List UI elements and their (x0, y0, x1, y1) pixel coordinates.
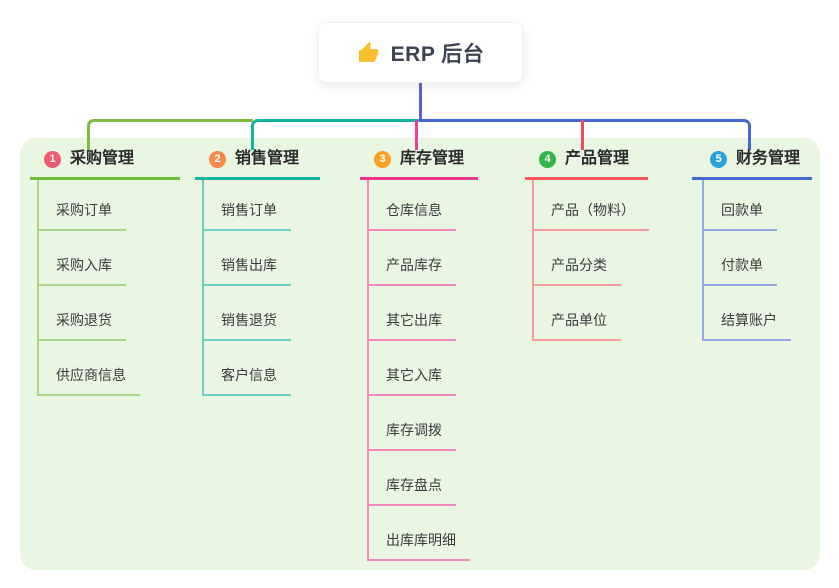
mindmap-child-node[interactable]: 其它出库 (369, 286, 456, 341)
connector-branch5-elbow (419, 119, 751, 150)
branch-children-group: 回款单付款单结算账户 (702, 180, 791, 341)
mindmap-child-node[interactable]: 库存调拨 (369, 396, 456, 451)
mindmap-branch-5: 5 财务管理 回款单付款单结算账户 (692, 148, 812, 341)
mindmap-branch-node[interactable]: 2 销售管理 (195, 148, 320, 180)
mindmap-panel (20, 138, 820, 570)
mindmap-child-node[interactable]: 结算账户 (704, 286, 791, 341)
branch-number-badge: 2 (209, 150, 226, 168)
branch-title: 库存管理 (400, 150, 465, 167)
mindmap-child-node[interactable]: 其它入库 (369, 341, 456, 396)
connector-root-line (419, 83, 422, 120)
branch-children-group: 产品（物料）产品分类产品单位 (532, 180, 649, 341)
connector-branch3-drop (415, 120, 418, 150)
branch-children-group: 仓库信息产品库存其它出库其它入库库存调拨库存盘点出库库明细 (367, 180, 470, 561)
mindmap-child-node[interactable]: 销售出库 (204, 231, 291, 286)
root-node-title: ERP 后台 (390, 42, 485, 66)
mindmap-child-node[interactable]: 采购入库 (39, 231, 126, 286)
mindmap-branch-node[interactable]: 3 库存管理 (360, 148, 478, 180)
branch-title: 采购管理 (70, 150, 135, 167)
mindmap-child-node[interactable]: 仓库信息 (369, 180, 456, 231)
mindmap-branch-node[interactable]: 4 产品管理 (525, 148, 648, 180)
mindmap-child-node[interactable]: 销售退货 (204, 286, 291, 341)
connector-branch4-drop (581, 120, 584, 150)
mindmap-child-node[interactable]: 产品单位 (534, 286, 621, 341)
mindmap-child-node[interactable]: 库存盘点 (369, 451, 456, 506)
branch-number-badge: 1 (44, 150, 61, 168)
mindmap-branch-1: 1 采购管理 采购订单采购入库采购退货供应商信息 (30, 148, 180, 396)
branch-title: 财务管理 (736, 150, 801, 167)
mindmap-child-node[interactable]: 供应商信息 (39, 341, 140, 396)
mindmap-child-node[interactable]: 销售订单 (204, 180, 291, 231)
branch-number-badge: 3 (374, 150, 391, 168)
branch-children-group: 采购订单采购入库采购退货供应商信息 (37, 180, 140, 396)
mindmap-child-node[interactable]: 采购退货 (39, 286, 126, 341)
mindmap-child-node[interactable]: 付款单 (704, 231, 777, 286)
mindmap-child-node[interactable]: 客户信息 (204, 341, 291, 396)
branch-children-group: 销售订单销售出库销售退货客户信息 (202, 180, 291, 396)
mindmap-child-node[interactable]: 产品库存 (369, 231, 456, 286)
branch-number-badge: 4 (539, 150, 556, 168)
branch-title: 产品管理 (565, 150, 630, 167)
root-node[interactable]: ERP 后台 (318, 22, 523, 83)
mindmap-child-node[interactable]: 出库库明细 (369, 506, 470, 561)
mindmap-child-node[interactable]: 产品（物料） (534, 180, 649, 231)
connector-branch2-elbow (251, 119, 419, 150)
mindmap-branch-node[interactable]: 5 财务管理 (692, 148, 812, 180)
mindmap-branch-2: 2 销售管理 销售订单销售出库销售退货客户信息 (195, 148, 320, 396)
mindmap-child-node[interactable]: 采购订单 (39, 180, 126, 231)
thumbs-up-icon (358, 41, 378, 62)
mindmap-branch-node[interactable]: 1 采购管理 (30, 148, 180, 180)
connector-branch1-elbow (87, 119, 253, 150)
mindmap-child-node[interactable]: 产品分类 (534, 231, 621, 286)
mindmap-branch-3: 3 库存管理 仓库信息产品库存其它出库其它入库库存调拨库存盘点出库库明细 (360, 148, 478, 561)
mindmap-branch-4: 4 产品管理 产品（物料）产品分类产品单位 (525, 148, 649, 341)
mindmap-child-node[interactable]: 回款单 (704, 180, 777, 231)
branch-title: 销售管理 (235, 150, 300, 167)
branch-number-badge: 5 (710, 150, 727, 168)
